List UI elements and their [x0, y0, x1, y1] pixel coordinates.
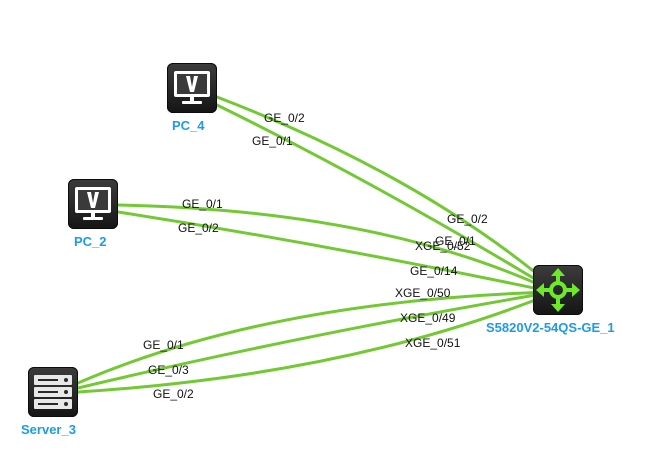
port-label: XGE_0/49 [400, 311, 456, 325]
port-label: GE_0/2 [447, 212, 488, 226]
link-line[interactable] [76, 290, 555, 385]
port-label: XGE_0/52 [415, 239, 471, 253]
node-label[interactable]: PC_4 [172, 118, 205, 133]
port-label: GE_0/1 [182, 197, 223, 211]
server-rack-icon [28, 367, 78, 417]
link-line[interactable] [215, 95, 555, 289]
switch-arrows-icon [533, 265, 583, 315]
port-label: XGE_0/50 [395, 286, 451, 300]
links-layer [76, 95, 555, 394]
port-label: GE_0/2 [178, 221, 219, 235]
monitor-icon [167, 63, 217, 113]
link-line[interactable] [116, 210, 555, 294]
port-label: GE_0/1 [252, 134, 293, 148]
monitor-icon [68, 179, 118, 229]
link-line[interactable] [76, 291, 555, 394]
node-label[interactable]: Server_3 [21, 422, 76, 437]
port-label: GE_0/1 [143, 338, 184, 352]
node-label[interactable]: PC_2 [74, 234, 107, 249]
port-label: GE_0/2 [153, 387, 194, 401]
port-label: GE_0/2 [264, 111, 305, 125]
link-line[interactable] [215, 103, 555, 292]
port-label: XGE_0/51 [405, 336, 461, 350]
port-labels-layer: GE_0/2 GE_0/1 GE_0/1 GE_0/2 GE_0/1 GE_0/… [143, 111, 488, 401]
link-line[interactable] [76, 290, 555, 390]
port-label: GE_0/3 [148, 363, 189, 377]
link-line[interactable] [116, 203, 555, 293]
node-label[interactable]: S5820V2-54QS-GE_1 [486, 320, 615, 335]
port-label: GE_0/1 [435, 234, 476, 248]
port-label: GE_0/14 [410, 264, 458, 278]
